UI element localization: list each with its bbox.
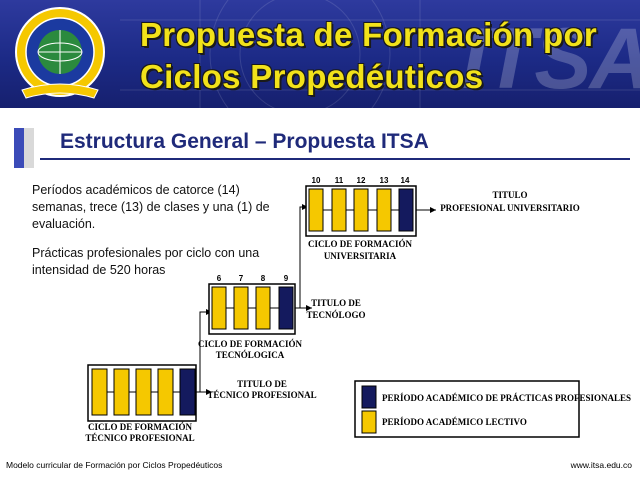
description-periods: Períodos académicos de catorce (14) sema… — [32, 183, 270, 231]
period-number-7: 7 — [239, 274, 244, 283]
period-14-practicas — [398, 188, 414, 232]
cycles-diagram: CICLO DE FORMACIÓN TÉCNICO PROFESIONAL T… — [85, 176, 631, 443]
header-banner: ITSA Propuesta de Formación por Ciclos P… — [0, 0, 640, 108]
period-number-13: 13 — [380, 176, 389, 185]
connector-1-2 — [196, 309, 212, 393]
title-universitario-1: TITULO — [492, 190, 527, 200]
period-3 — [135, 368, 152, 416]
cycle-universitario-label-2: UNIVERSITARIA — [324, 251, 397, 261]
institution-logo — [15, 7, 105, 99]
period-8 — [255, 286, 271, 330]
period-number-6: 6 — [217, 274, 222, 283]
period-number-12: 12 — [357, 176, 366, 185]
section-divider — [40, 158, 630, 160]
section-accent-bar — [14, 128, 24, 168]
title-line-1: Propuesta de Formación por — [140, 16, 598, 53]
title-tecnologo-2: TECNÓLOGO — [306, 310, 365, 320]
page-title: Propuesta de Formación por Ciclos Proped… — [140, 14, 597, 98]
description: Períodos académicos de catorce (14) sema… — [32, 182, 272, 291]
section-accent-bar-shadow — [24, 128, 34, 168]
period-12 — [353, 188, 369, 232]
period-number-8: 8 — [261, 274, 266, 283]
period-13 — [376, 188, 392, 232]
legend: PERÍODO ACADÉMICO DE PRÁCTICAS PROFESION… — [354, 380, 631, 438]
legend-frame — [354, 380, 580, 438]
footer-website: www.itsa.edu.co — [570, 460, 632, 470]
connector-2-3 — [295, 204, 308, 309]
section-title: Estructura General – Propuesta ITSA — [60, 130, 429, 153]
cycle-tecnico-label-2: TÉCNICO PROFESIONAL — [85, 433, 194, 443]
period-number-9: 9 — [284, 274, 289, 283]
legend-swatch-practicas — [361, 385, 377, 409]
period-number-14: 14 — [401, 176, 410, 185]
period-number-11: 11 — [335, 176, 344, 185]
cycle-tecnico: CICLO DE FORMACIÓN TÉCNICO PROFESIONAL T… — [85, 364, 317, 443]
period-7 — [233, 286, 249, 330]
cycle-tecnico-label-1: CICLO DE FORMACIÓN — [88, 422, 193, 432]
banner-background-pattern — [120, 0, 640, 108]
legend-practicas-label: PERÍODO ACADÉMICO DE PRÁCTICAS PROFESION… — [382, 393, 631, 403]
title-line-2: Ciclos Propedéuticos — [140, 58, 484, 95]
cycle-tecnologo-label-2: TECNÓLOGICA — [216, 350, 285, 360]
title-tecnico-1: TITULO DE — [237, 379, 287, 389]
period-number-10: 10 — [312, 176, 321, 185]
period-9-practicas — [278, 286, 294, 330]
period-6 — [211, 286, 227, 330]
footer-caption: Modelo curricular de Formación por Ciclo… — [6, 460, 223, 470]
legend-lectivo-label: PERÍODO ACADÉMICO LECTIVO — [382, 417, 527, 427]
period-1 — [91, 368, 108, 416]
period-10 — [308, 188, 324, 232]
title-tecnologo-1: TITULO DE — [311, 298, 361, 308]
cycle-universitario: 10 11 12 13 14 CICLO DE FORMACIÓN UNIVER… — [305, 176, 580, 261]
cycle-tecnologo-label-1: CICLO DE FORMACIÓN — [198, 339, 303, 349]
title-universitario-2: PROFESIONAL UNIVERSITARIO — [440, 203, 580, 213]
cycle-universitario-label-1: CICLO DE FORMACIÓN — [308, 239, 413, 249]
period-11 — [331, 188, 347, 232]
period-5-practicas — [179, 368, 196, 416]
itsa-watermark: ITSA — [462, 11, 640, 107]
legend-swatch-lectivo — [361, 410, 377, 434]
period-4 — [157, 368, 174, 416]
cycle-tecnologo: 6 7 8 9 CICLO DE FORMACIÓN TECNÓLOGICA T… — [198, 274, 366, 360]
title-tecnico-2: TÉCNICO PROFESIONAL — [207, 390, 316, 400]
description-practices: Prácticas profesionales por ciclo con un… — [32, 246, 260, 277]
period-2 — [113, 368, 130, 416]
